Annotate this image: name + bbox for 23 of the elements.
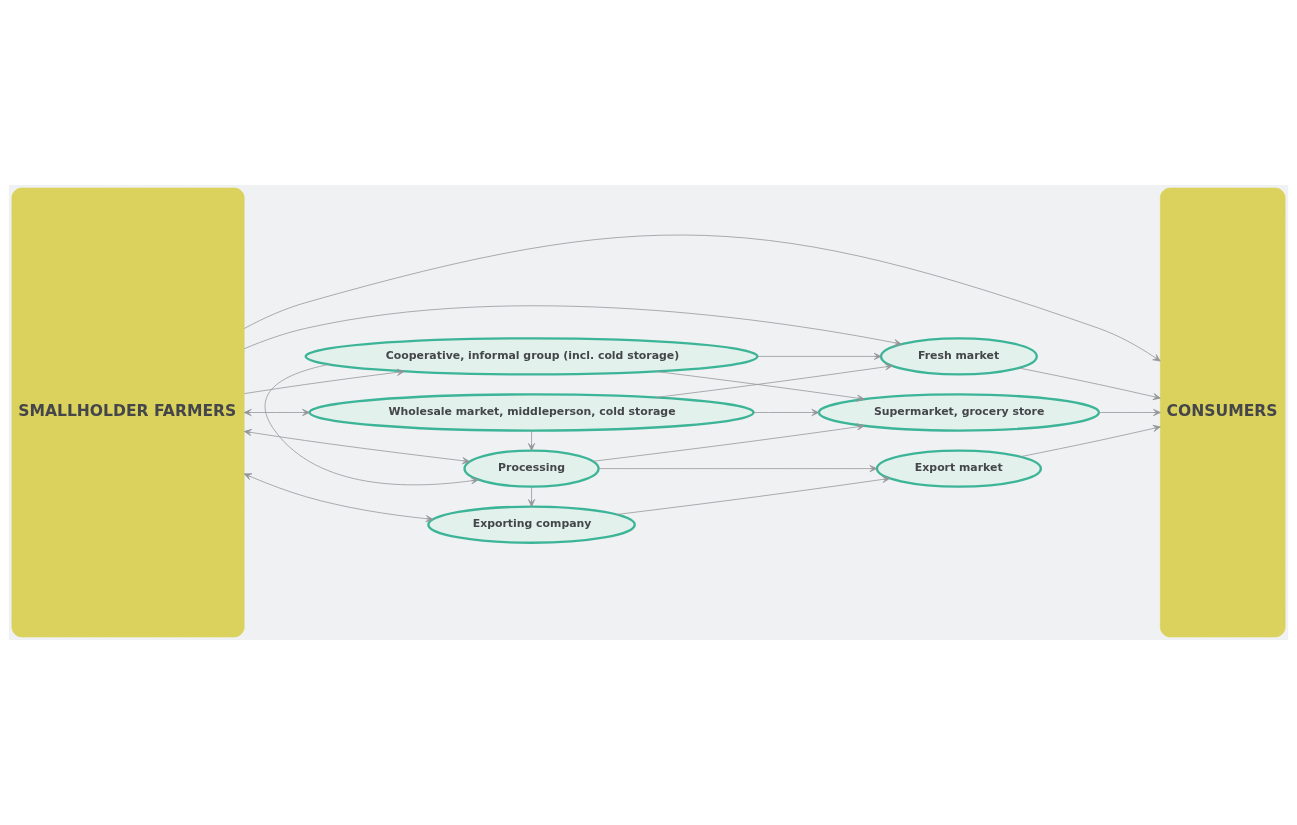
node-ellipse: Export market [875, 449, 1043, 488]
arrow [655, 363, 893, 398]
arrow [243, 473, 434, 523]
arrow [243, 235, 1161, 362]
arrow [598, 465, 878, 473]
arrow [243, 428, 470, 465]
node-box: SMALLHOLDER FARMERS [11, 187, 245, 638]
arrow [616, 475, 891, 515]
arrow [1098, 408, 1161, 417]
arrow [243, 368, 405, 394]
arrow [656, 371, 865, 402]
arrow [243, 408, 310, 417]
arrow [757, 352, 882, 360]
node-ellipse: Wholesale market, middleperson, cold storage [308, 393, 755, 432]
arrow [528, 430, 536, 451]
arrow [243, 305, 902, 350]
arrow [1018, 367, 1161, 401]
arrow [1020, 424, 1161, 457]
arrow [753, 408, 820, 417]
arrow [592, 423, 865, 462]
node-box: CONSUMERS [1160, 187, 1286, 638]
arrow [264, 364, 479, 486]
arrow [528, 486, 536, 507]
